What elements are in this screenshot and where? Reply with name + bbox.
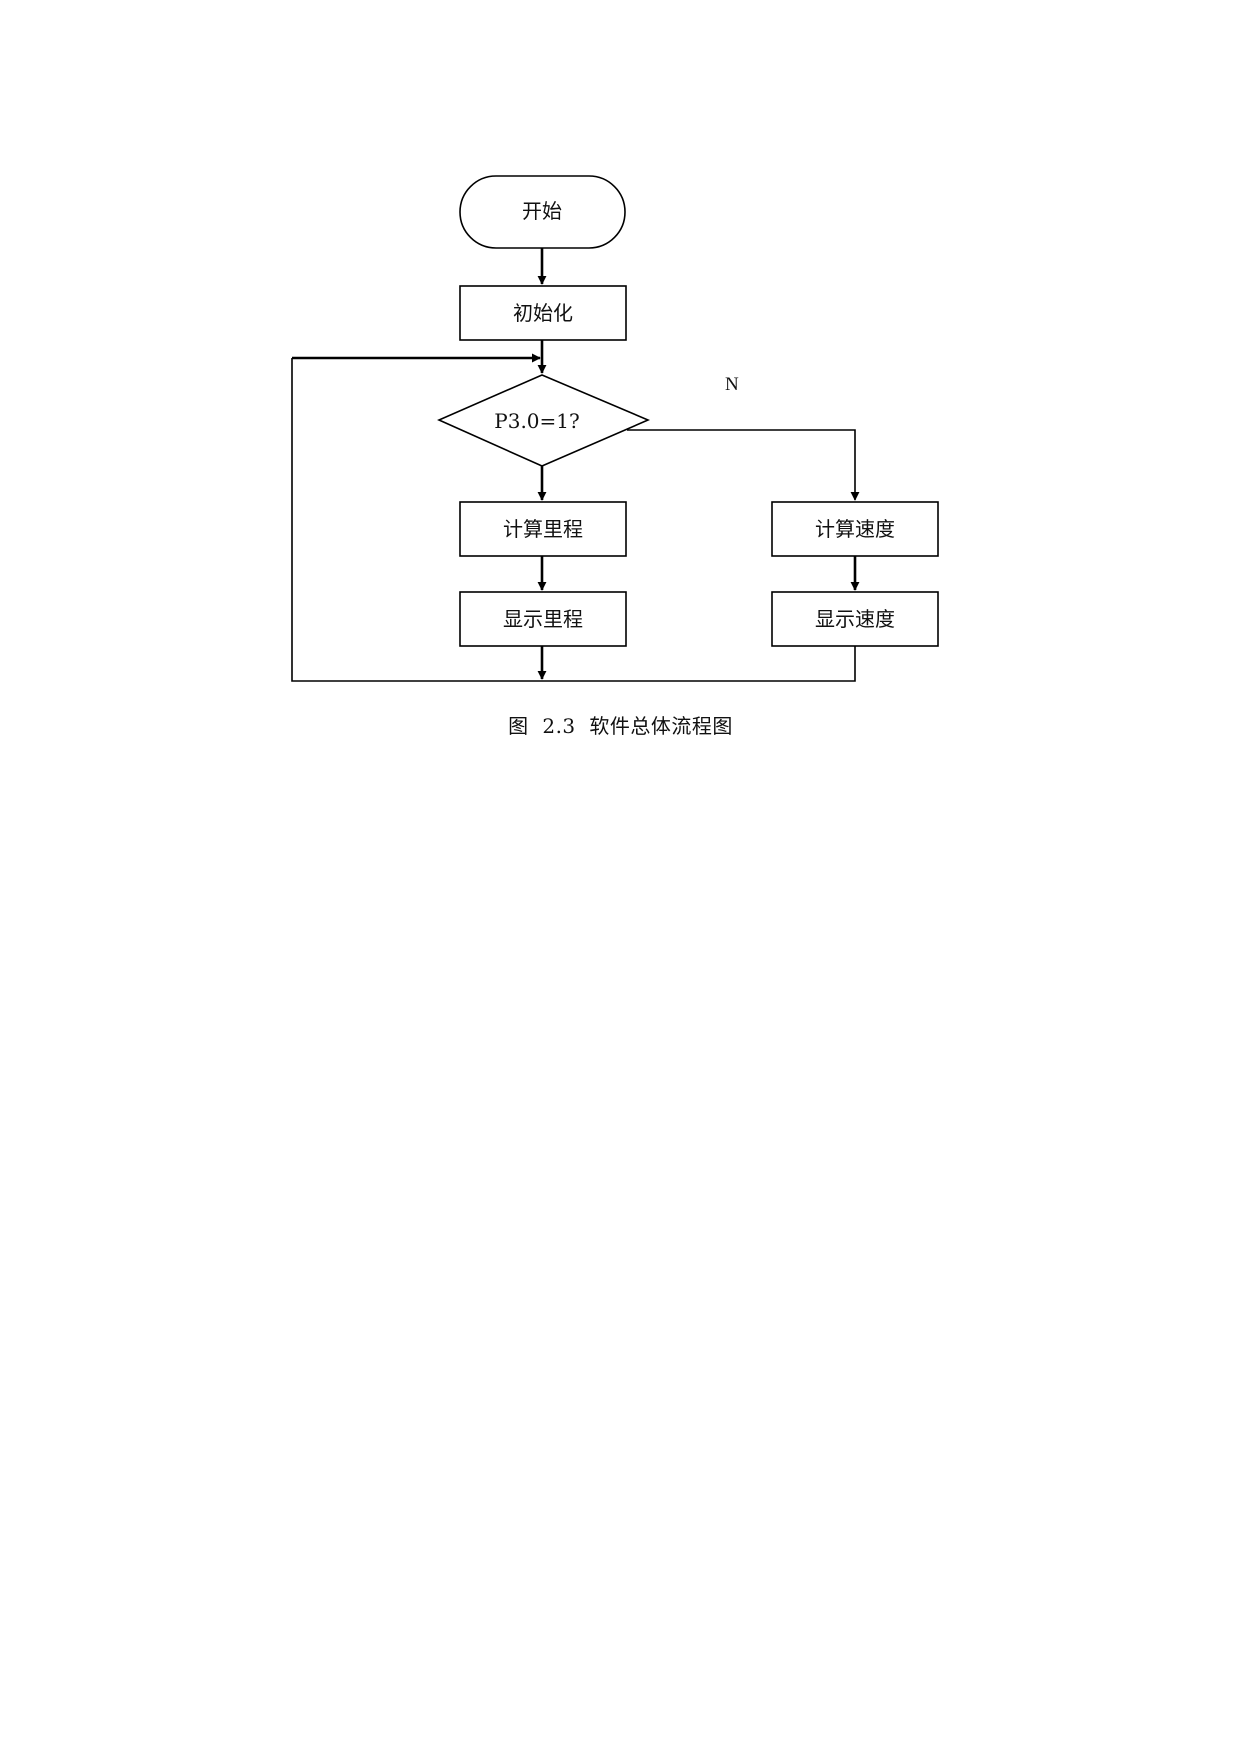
node-show-mileage: 显示里程 xyxy=(459,591,627,647)
node-init: 初始化 xyxy=(459,285,627,341)
node-calc-speed: 计算速度 xyxy=(771,501,939,557)
node-calc-mileage-label: 计算里程 xyxy=(503,517,583,541)
node-show-speed: 显示速度 xyxy=(771,591,939,647)
edge-merge-loop-line xyxy=(291,358,856,682)
node-calc-mileage: 计算里程 xyxy=(459,501,627,557)
node-decision: P3.0=1? xyxy=(437,374,651,467)
figure-caption: 图 2.3 软件总体流程图 xyxy=(508,714,733,738)
node-decision-label: P3.0=1? xyxy=(494,409,579,433)
flowchart-diagram: 开始 初始化 P3.0=1? 计算里程 显示里程 计算速度 显示速度 N xyxy=(291,175,939,682)
node-start-label: 开始 xyxy=(522,199,562,223)
edge-decision-no-to-calc-speed xyxy=(627,429,860,501)
node-start: 开始 xyxy=(459,175,626,249)
node-calc-speed-label: 计算速度 xyxy=(815,517,895,541)
node-show-mileage-label: 显示里程 xyxy=(503,607,583,631)
node-show-speed-label: 显示速度 xyxy=(815,607,895,631)
node-init-label: 初始化 xyxy=(513,301,573,325)
edge-label-no: N xyxy=(725,374,739,395)
